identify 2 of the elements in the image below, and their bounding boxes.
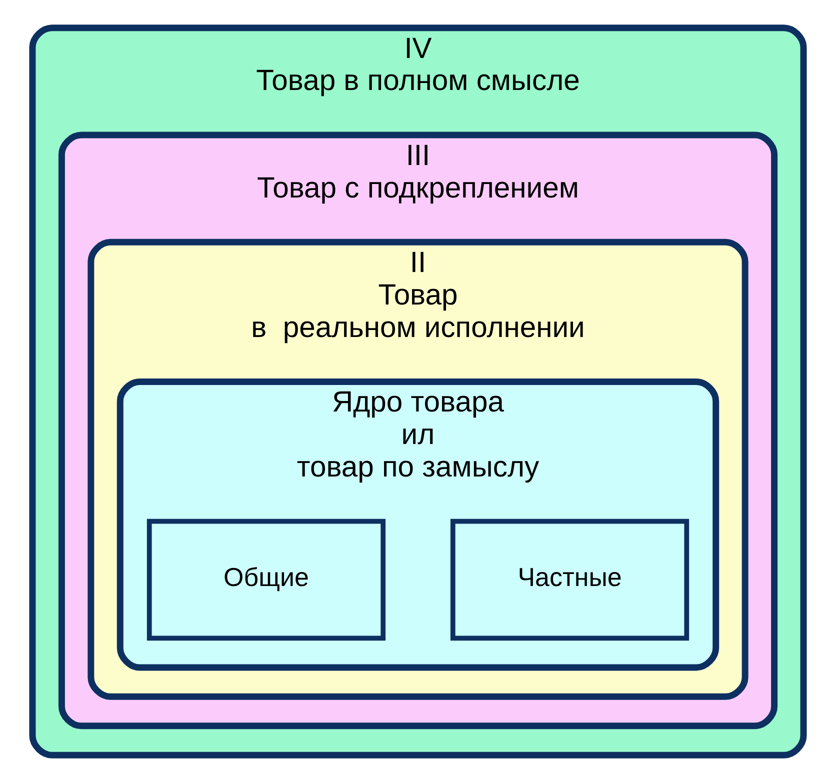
node-box: Общие [146,518,386,641]
node-box: Частные [450,518,690,641]
